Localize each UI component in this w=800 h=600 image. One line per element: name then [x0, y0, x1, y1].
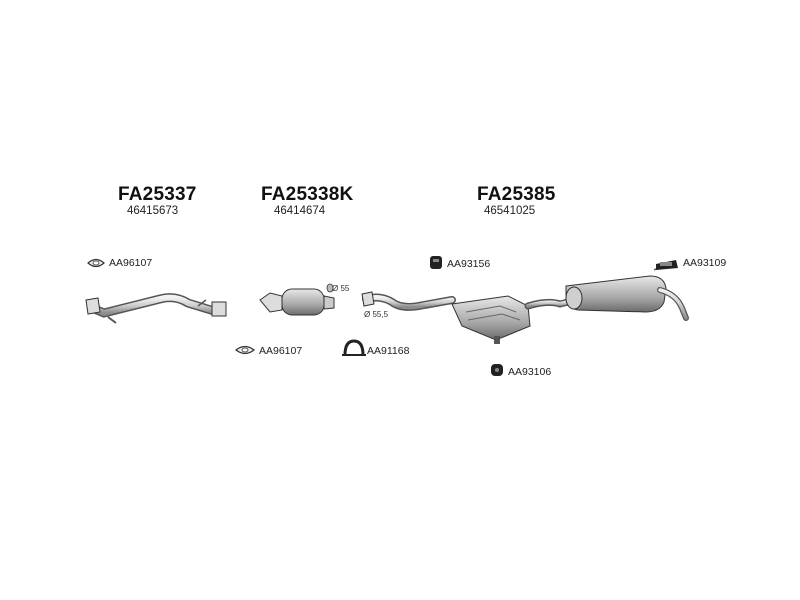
- cat-outlet-diameter: Ø 55: [332, 284, 350, 293]
- oe-number-rear-section: 46541025: [484, 205, 536, 217]
- gasket-front-icon[interactable]: [87, 258, 105, 268]
- catalytic-converter-part[interactable]: [259, 283, 335, 316]
- oe-number-front-pipe: 46415673: [127, 205, 179, 217]
- rubber-mount-a-icon[interactable]: [430, 256, 442, 269]
- rubber-mount-b-icon[interactable]: [491, 364, 503, 376]
- pipe-inlet-diameter: Ø 55,5: [364, 310, 389, 319]
- rubber-mount-c-icon[interactable]: [656, 260, 678, 270]
- rubber-mount-c-label[interactable]: AA93109: [683, 257, 727, 269]
- clamp-label[interactable]: AA91168: [367, 345, 410, 357]
- front-pipe-part[interactable]: [85, 293, 227, 324]
- rubber-mount-a-label[interactable]: AA93156: [447, 258, 491, 270]
- clamp-icon[interactable]: [342, 339, 366, 356]
- oe-number-catalyst: 46414674: [274, 205, 326, 217]
- rubber-mount-b-label[interactable]: AA93106: [508, 366, 552, 378]
- assembly-code-rear-section[interactable]: FA25385: [477, 184, 556, 205]
- gasket-mid-icon[interactable]: [235, 345, 255, 355]
- assembly-code-catalyst[interactable]: FA25338K: [261, 184, 354, 205]
- gasket-front-label[interactable]: AA96107: [109, 257, 153, 269]
- gasket-mid-label[interactable]: AA96107: [259, 345, 303, 357]
- rear-section-part[interactable]: [361, 265, 689, 344]
- assembly-code-front-pipe[interactable]: FA25337: [118, 184, 197, 205]
